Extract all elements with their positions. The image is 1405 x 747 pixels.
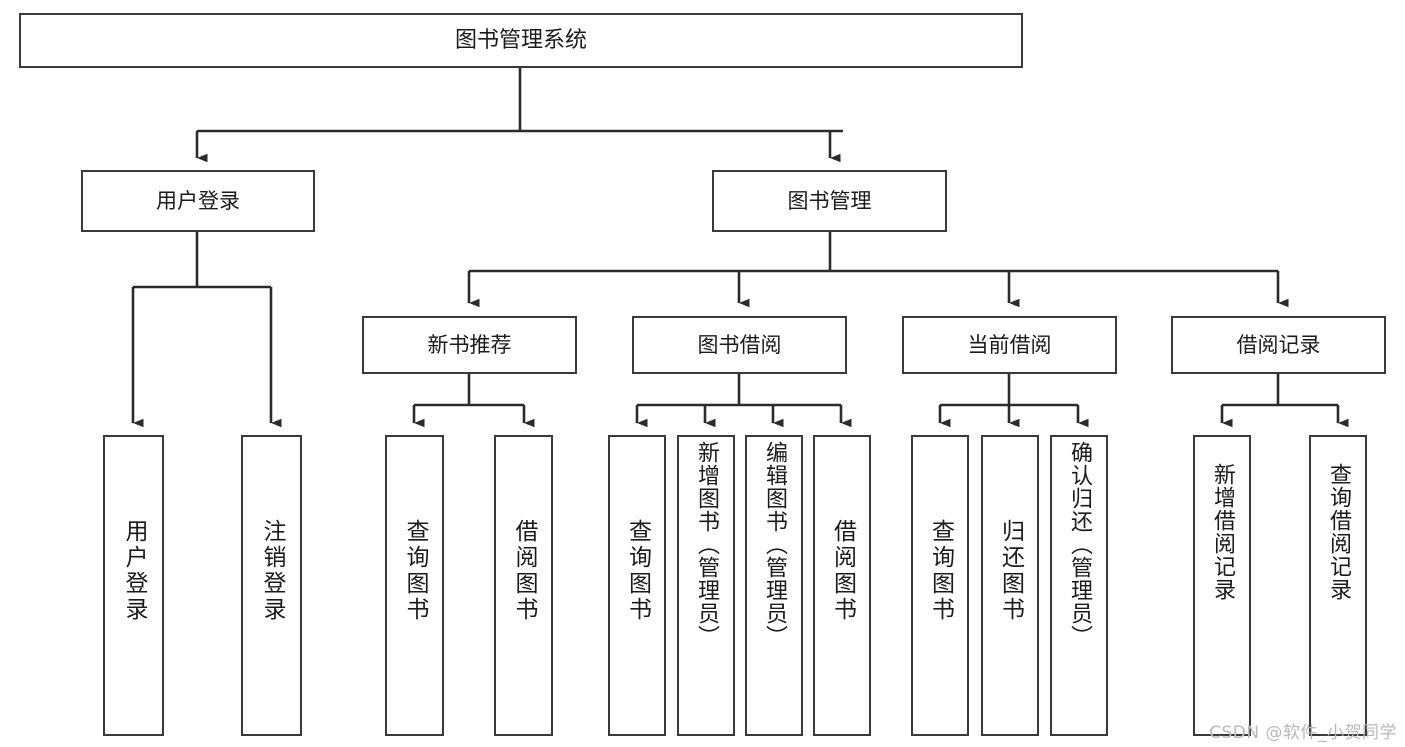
leaf-query-book-1[interactable]: 查询图书 — [385, 435, 444, 736]
node-root[interactable]: 图书管理系统 — [19, 13, 1023, 68]
node-root-label: 图书管理系统 — [454, 27, 587, 53]
node-user-login-label: 用户登录 — [156, 188, 240, 213]
leaf-query-record[interactable]: 查询借阅记录 — [1309, 435, 1367, 736]
leaf-user-login-label: 用户登录 — [121, 519, 147, 623]
leaf-borrow-book-1-label: 借阅图书 — [511, 519, 537, 623]
leaf-logout-label: 注销登录 — [259, 519, 285, 623]
leaf-query-book-3[interactable]: 查询图书 — [911, 435, 969, 736]
leaf-add-book[interactable]: 新增图书（管理员） — [677, 435, 735, 736]
leaf-add-record[interactable]: 新增借阅记录 — [1193, 435, 1251, 736]
node-new-book-rec-label: 新书推荐 — [427, 332, 512, 357]
leaf-return-book-label: 归还图书 — [997, 519, 1024, 623]
leaf-borrow-book-2[interactable]: 借阅图书 — [813, 435, 871, 736]
leaf-user-login[interactable]: 用户登录 — [103, 435, 164, 736]
leaf-edit-book[interactable]: 编辑图书（管理员） — [745, 435, 803, 736]
node-book-borrow-label: 图书借阅 — [697, 332, 782, 357]
leaf-return-book[interactable]: 归还图书 — [981, 435, 1039, 736]
node-borrow-record-label: 借阅记录 — [1236, 332, 1321, 357]
leaf-confirm-return-label: 确认归还（管理员） — [1067, 441, 1092, 648]
leaf-query-book-2-label: 查询图书 — [624, 519, 651, 623]
node-borrow-record[interactable]: 借阅记录 — [1171, 316, 1386, 374]
node-new-book-rec[interactable]: 新书推荐 — [362, 316, 577, 374]
node-current-borrow-label: 当前借阅 — [967, 332, 1052, 357]
leaf-query-record-label: 查询借阅记录 — [1326, 463, 1351, 601]
node-book-manage[interactable]: 图书管理 — [712, 170, 947, 232]
leaf-confirm-return[interactable]: 确认归还（管理员） — [1050, 435, 1108, 736]
leaf-edit-book-label: 编辑图书（管理员） — [762, 441, 787, 648]
leaf-borrow-book-1[interactable]: 借阅图书 — [494, 435, 553, 736]
node-current-borrow[interactable]: 当前借阅 — [902, 316, 1117, 374]
leaf-query-book-3-label: 查询图书 — [927, 519, 954, 623]
node-user-login[interactable]: 用户登录 — [81, 170, 315, 232]
leaf-logout[interactable]: 注销登录 — [241, 435, 302, 736]
leaf-add-book-label: 新增图书（管理员） — [694, 441, 719, 648]
node-book-manage-label: 图书管理 — [787, 188, 872, 213]
leaf-query-book-1-label: 查询图书 — [402, 519, 428, 623]
leaf-borrow-book-2-label: 借阅图书 — [829, 519, 856, 623]
node-book-borrow[interactable]: 图书借阅 — [632, 316, 847, 374]
leaf-add-record-label: 新增借阅记录 — [1210, 463, 1235, 601]
leaf-query-book-2[interactable]: 查询图书 — [608, 435, 666, 736]
